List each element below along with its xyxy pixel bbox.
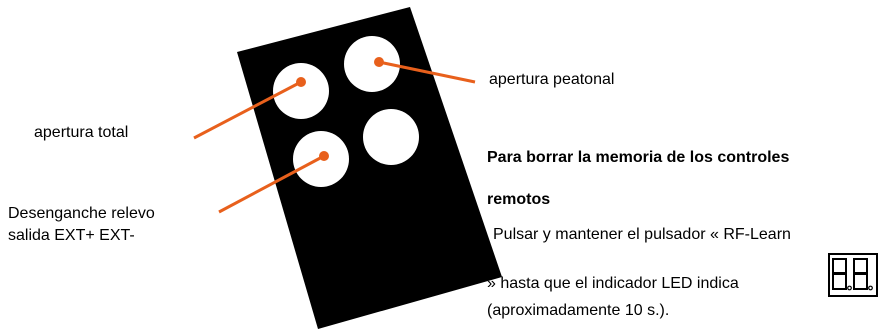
instructions-line2: » hasta que el indicador LED indica [487, 275, 739, 292]
label-desenganche-line1: Desenganche relevo [8, 205, 155, 222]
label-desenganche-line2: salida EXT+ EXT- [8, 227, 135, 244]
label-apertura-peatonal: apertura peatonal [489, 71, 615, 88]
button-fourth [363, 109, 419, 165]
leader-line-desenganche [218, 154, 325, 214]
leader-line-peatonal [378, 60, 476, 84]
label-desenganche: Desenganche relevo salida EXT+ EXT- [8, 203, 155, 247]
button-apertura-peatonal [344, 36, 400, 92]
instructions-line3: (aproximadamente 10 s.). [487, 302, 670, 319]
instructions-line1: Pulsar y mantener el pulsador « RF-Learn [493, 226, 791, 243]
button-apertura-total [273, 63, 329, 119]
leader-line-total [193, 80, 302, 140]
label-apertura-total: apertura total [34, 124, 129, 141]
instructions-heading-line1: Para borrar la memoria de los controles [487, 149, 790, 166]
instructions-heading-line2: remotos [487, 191, 551, 208]
seven-segment-display-icon [828, 253, 878, 297]
led-digits-icon [832, 258, 873, 291]
